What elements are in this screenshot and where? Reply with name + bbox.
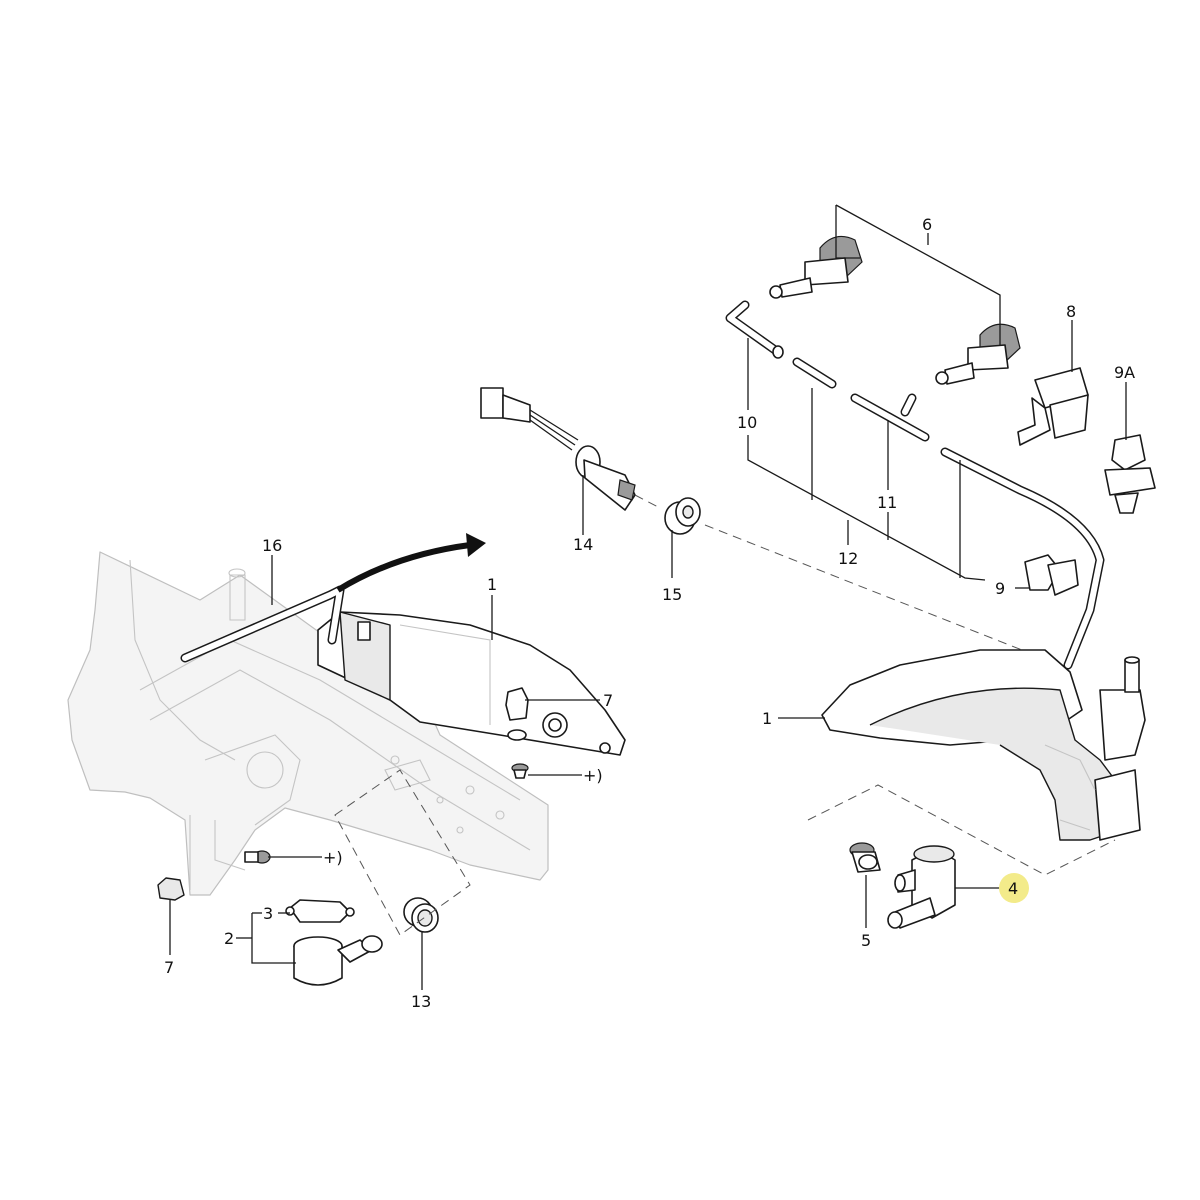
label-2: 2 (224, 929, 234, 948)
reservoir-cup-2 (293, 935, 383, 986)
bolt-5 (849, 842, 881, 873)
highlight-marker-4 (999, 873, 1029, 903)
clip-7-lower (157, 877, 185, 901)
washer-pump-4 (887, 845, 956, 929)
label-screw-upper: +) (583, 766, 603, 785)
label-13: 13 (411, 992, 431, 1011)
label-1-left: 1 (487, 575, 497, 594)
label-7-lower: 7 (164, 958, 174, 977)
label-10: 10 (737, 413, 757, 432)
leader-lines (169, 204, 1127, 990)
clip-9a (1104, 434, 1156, 514)
washer-hose-16 (180, 585, 345, 663)
label-9a: 9A (1114, 363, 1135, 382)
routing-arrow-head (466, 533, 486, 557)
clip-9 (1024, 554, 1079, 596)
label-12: 12 (838, 549, 858, 568)
washer-hose-long (940, 447, 1105, 670)
clip-7-upper (505, 687, 529, 741)
label-11: 11 (877, 493, 897, 512)
hose-elbow-10 (725, 300, 784, 359)
washer-nozzle-lower (935, 323, 1021, 385)
hose-straight (792, 357, 837, 389)
assembly-box-left (334, 769, 471, 936)
cap-3 (285, 899, 355, 923)
label-4: 4 (1008, 879, 1018, 898)
fender-liner-right (821, 649, 1146, 841)
label-screw-lower: +) (323, 848, 343, 867)
level-sensor-14 (480, 387, 636, 511)
fender-liner-left (317, 611, 626, 756)
screw-upper (511, 763, 529, 779)
label-1-right: 1 (762, 709, 772, 728)
label-5: 5 (861, 931, 871, 950)
washer-nozzle-upper (769, 235, 863, 299)
assembly-box-right (807, 784, 1116, 876)
screw-lower (244, 850, 271, 864)
label-15: 15 (662, 585, 682, 604)
label-9: 9 (995, 579, 1005, 598)
label-16: 16 (262, 536, 282, 555)
label-7-upper: 7 (603, 691, 613, 710)
t-connector-11 (850, 393, 930, 442)
clip-8 (1017, 367, 1089, 446)
alignment-line-diagonal (704, 524, 1061, 666)
label-8: 8 (1066, 302, 1076, 321)
part-labels: 6 8 9A 10 11 12 9 14 15 16 1 1 7 +) +) 7… (164, 215, 1135, 1011)
alignment-line-center (634, 494, 661, 509)
grommet-15 (664, 497, 701, 535)
label-3: 3 (263, 904, 273, 923)
label-14: 14 (573, 535, 593, 554)
routing-arrow (336, 542, 471, 593)
grommet-13 (403, 897, 439, 933)
label-6: 6 (922, 215, 932, 234)
body-frame (67, 551, 549, 896)
